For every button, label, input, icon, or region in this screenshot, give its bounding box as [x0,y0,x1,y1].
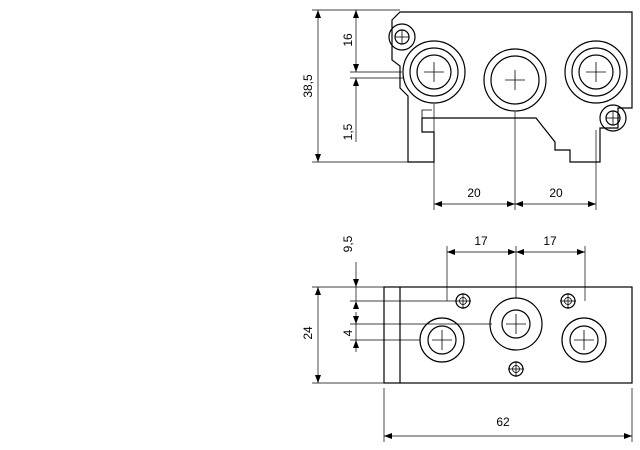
dim-lower: 1,5 [341,77,404,142]
dim-hole-offset: 4 [341,312,492,352]
profile-outline [391,11,633,163]
dim-top-offset-label: 9,5 [341,235,355,252]
top-view: 38,5 16 1,5 20 20 [301,9,633,210]
bottom-view: 17 17 9,5 4 24 [301,234,633,442]
manifold-body [383,286,633,384]
small-hole-2 [560,293,576,309]
bottom-port-3 [561,317,607,363]
port-circle-1 [402,40,466,104]
dim-height-label: 24 [301,326,315,340]
dim-pitch-bottom-right-label: 17 [543,234,557,248]
port-circle-3 [564,40,628,104]
dim-hole-offset-label: 4 [341,329,355,336]
dim-length: 62 [383,388,633,442]
dim-pitch-bottom: 17 17 [446,234,586,301]
small-hole-3 [508,361,524,377]
bottom-port-2 [489,297,543,351]
profile-inner-line [421,109,432,118]
dim-overall-height: 38,5 [301,9,408,163]
mounting-hole-top-left [388,23,416,51]
dim-upper-label: 16 [341,33,355,47]
dim-overall-height-label: 38,5 [301,74,315,98]
dim-pitch-bottom-left-label: 17 [474,234,488,248]
dim-lower-label: 1,5 [341,123,355,140]
dim-upper: 16 [341,10,402,73]
dim-pitch-top: 20 20 [433,104,597,210]
bottom-port-1 [419,317,465,363]
mounting-hole-right [599,104,627,132]
port-circle-2 [483,48,547,112]
dim-length-label: 62 [496,415,510,429]
small-hole-1 [455,293,471,309]
dim-top-offset: 9,5 [341,235,456,309]
dim-pitch-right-label: 20 [549,186,563,200]
dim-pitch-left-label: 20 [467,186,481,200]
dim-height: 24 [301,286,384,384]
